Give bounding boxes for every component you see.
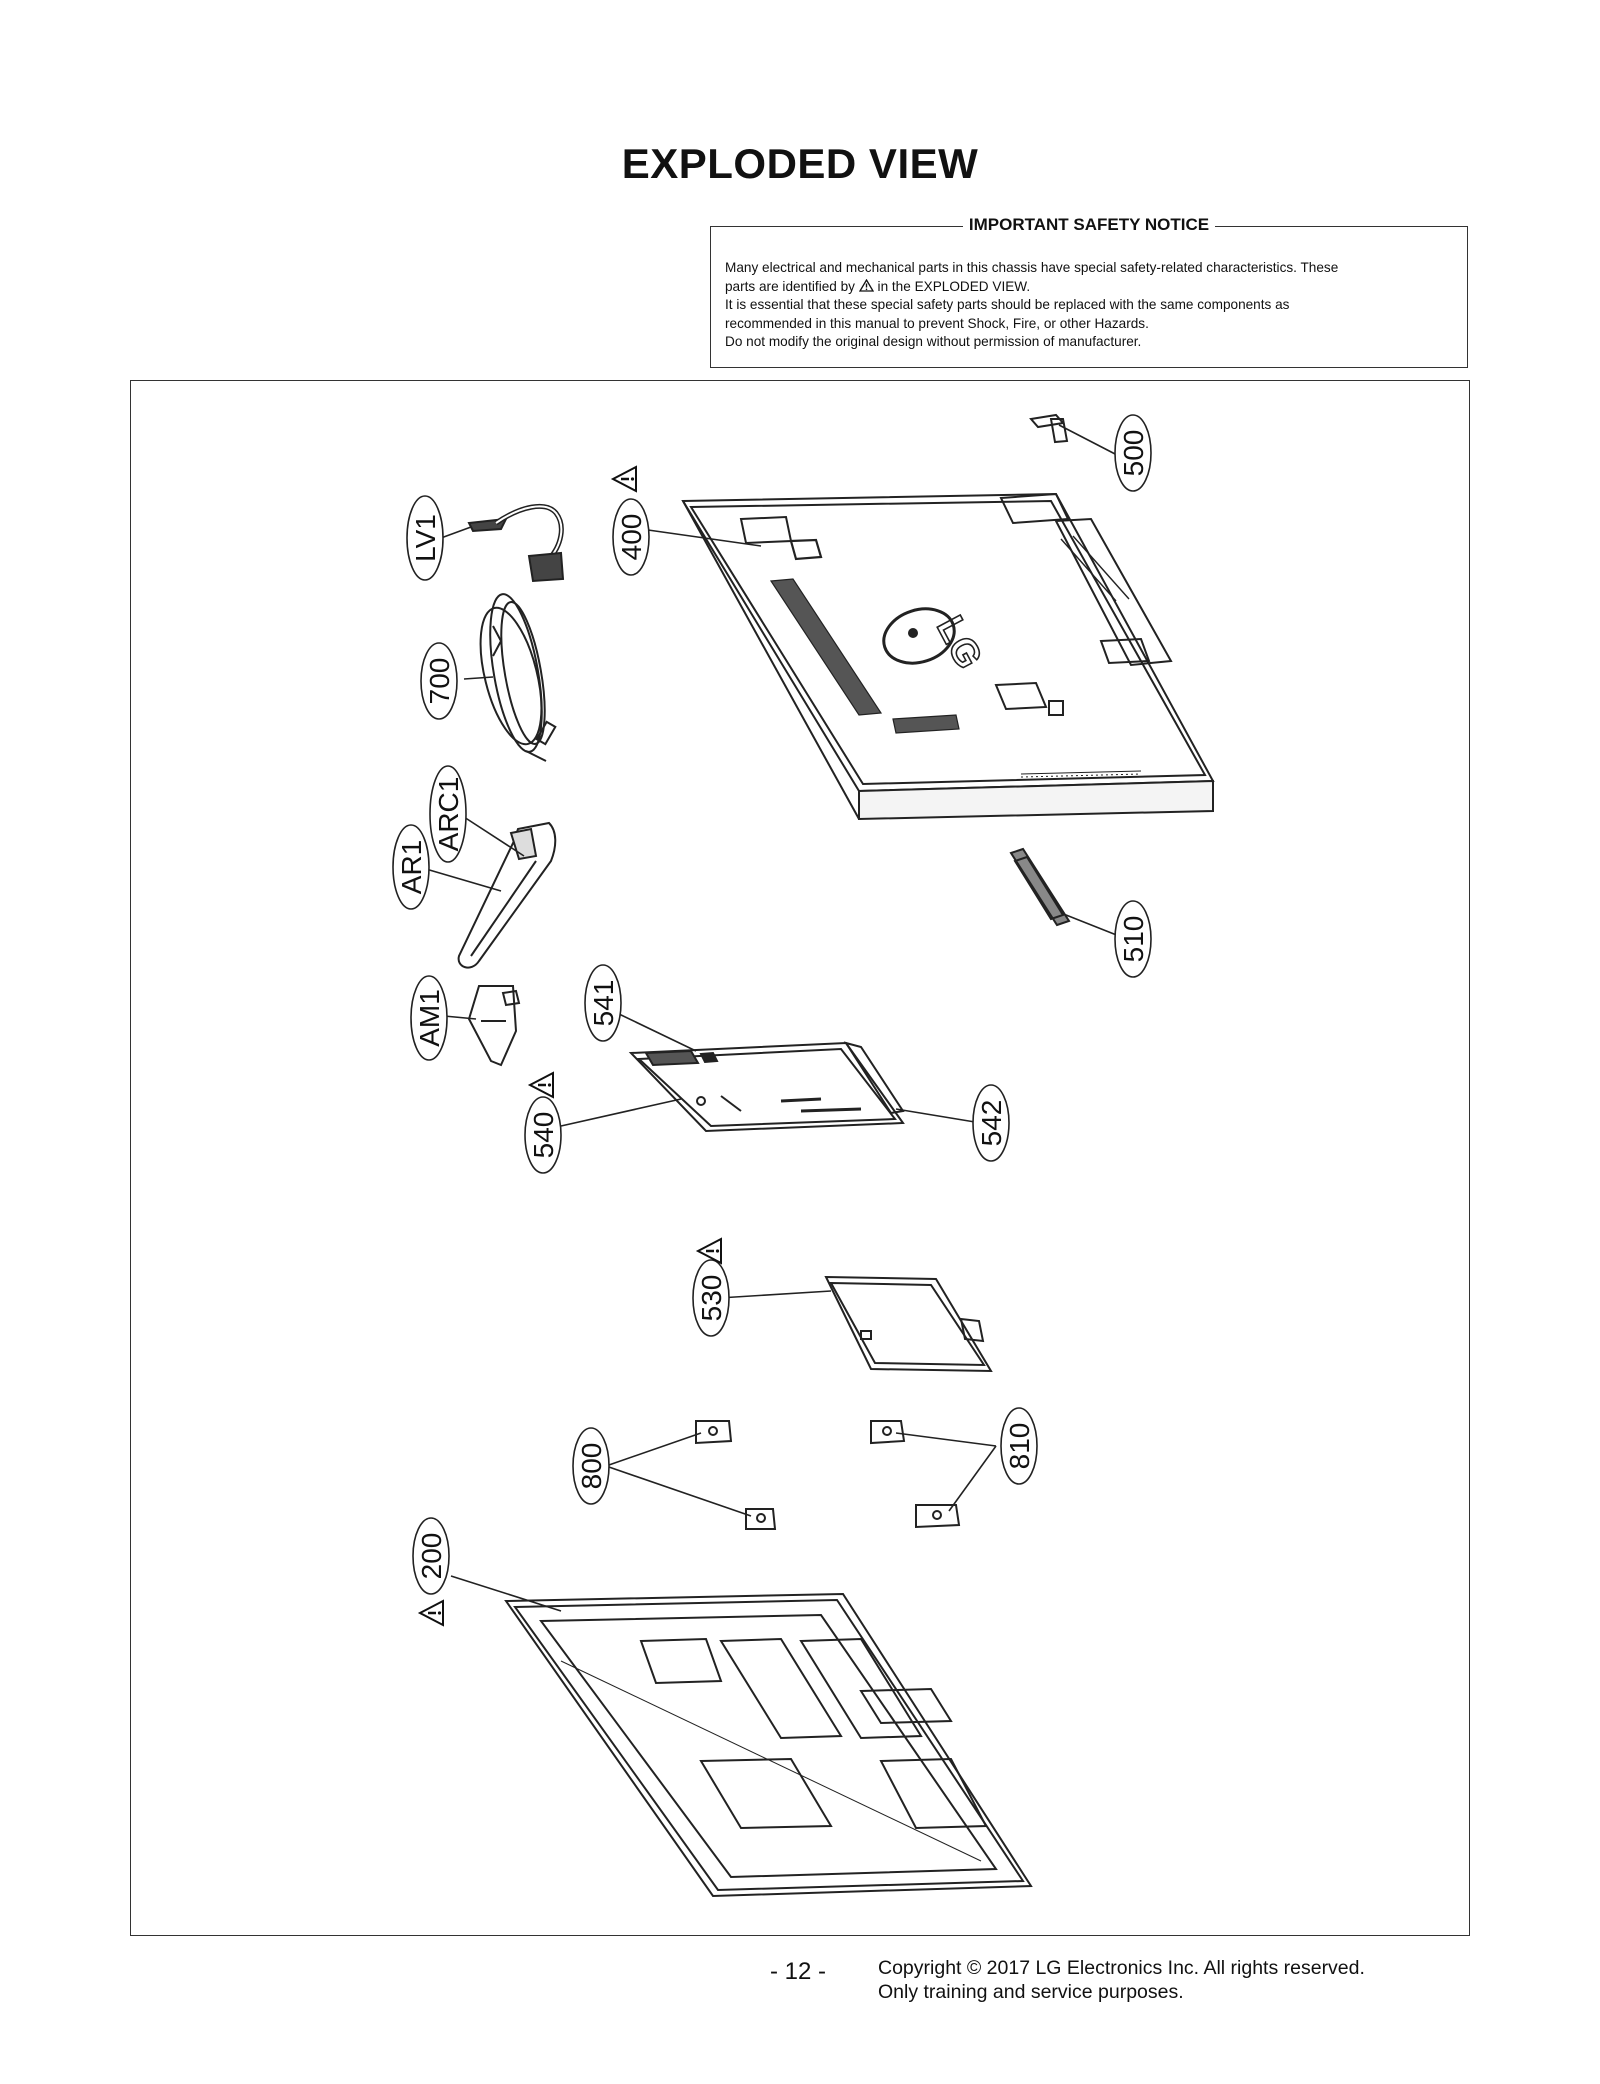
front-frame-200-part: [504, 1592, 1033, 1898]
svg-text:700: 700: [424, 658, 455, 705]
svg-text:530: 530: [696, 1275, 727, 1322]
callout-leader-lines: [425, 424, 1120, 1612]
exploded-view-figure: LG: [130, 380, 1470, 1936]
safety-notice-title: IMPORTANT SAFETY NOTICE: [962, 215, 1216, 234]
stand-clip-part: [467, 985, 521, 1067]
svg-text:540: 540: [528, 1112, 559, 1159]
lvds-cable-part: [467, 503, 565, 583]
callout-800: 800: [572, 1427, 610, 1505]
callout-540: 540: [524, 1096, 562, 1174]
back-cover-part: LG: [681, 492, 1215, 821]
callout-AM1: AM1: [410, 975, 448, 1061]
svg-text:541: 541: [588, 980, 619, 1027]
notice-line-1: Many electrical and mechanical parts in …: [725, 260, 1339, 275]
vent-grille: [769, 578, 960, 734]
page-title: EXPLODED VIEW: [621, 140, 979, 187]
svg-text:AM1: AM1: [414, 989, 445, 1047]
callout-ARC1: ARC1: [429, 765, 467, 863]
page-number: - 12 -: [770, 1958, 827, 1985]
callout-542: 542: [972, 1084, 1010, 1162]
power-board-530-part: [824, 1275, 993, 1373]
callout-530: 530: [692, 1259, 730, 1337]
connector-strip: [1060, 535, 1130, 602]
svg-text:510: 510: [1118, 916, 1149, 963]
lg-logo: [882, 607, 956, 665]
callout-510: 510: [1114, 900, 1152, 978]
callout-200: 200: [412, 1517, 450, 1595]
callout-700: 700: [420, 642, 458, 720]
svg-text:800: 800: [576, 1443, 607, 1490]
svg-text:500: 500: [1118, 430, 1149, 477]
warning-triangle-icon: [528, 1071, 555, 1099]
power-cord-part: [479, 593, 557, 762]
svg-text:ARC1: ARC1: [433, 777, 464, 852]
callout-LV1: LV1: [406, 495, 444, 581]
warning-triangle-icon: [611, 465, 638, 493]
callout-500: 500: [1114, 414, 1152, 492]
bracket-800-810-parts: [695, 1420, 961, 1530]
callout-541: 541: [584, 964, 622, 1042]
lg-logo-text: LG: [928, 610, 990, 676]
svg-text:AR1: AR1: [396, 840, 427, 894]
svg-text:400: 400: [616, 514, 647, 561]
svg-text:200: 200: [416, 1533, 447, 1580]
notice-line-2: parts are identified by in the EXPLODED …: [725, 278, 1453, 297]
notice-line-2a: parts are identified by: [725, 278, 855, 294]
notice-line-5: Do not modify the original design withou…: [725, 334, 1142, 349]
svg-text:810: 810: [1004, 1423, 1035, 1470]
notice-line-3: It is essential that these special safet…: [725, 297, 1290, 312]
notice-line-2b: in the EXPLODED VIEW.: [877, 278, 1031, 294]
callout-AR1: AR1: [392, 824, 430, 910]
callout-810: 810: [1000, 1407, 1038, 1485]
copyright-line-1: Copyright © 2017 LG Electronics Inc. All…: [878, 1957, 1365, 1979]
exploded-view-drawing: LG: [392, 413, 1215, 1898]
svg-text:LV1: LV1: [410, 514, 441, 562]
button-bar-510-part: [1009, 847, 1071, 927]
main-board-540-part: [628, 1041, 905, 1133]
warning-triangle-icon: [858, 278, 874, 292]
notice-line-4: recommended in this manual to prevent Sh…: [725, 315, 1149, 331]
safety-notice-body: Many electrical and mechanical parts in …: [725, 259, 1453, 352]
svg-text:542: 542: [976, 1100, 1007, 1147]
copyright-line-2: Only training and service purposes.: [878, 1981, 1184, 2003]
safety-warning-icons: [418, 465, 723, 1627]
warning-triangle-icon: [418, 1599, 445, 1627]
bracket-500-part: [1029, 413, 1069, 444]
copyright-notice: Copyright © 2017 LG Electronics Inc. All…: [878, 1956, 1365, 2004]
safety-notice-box: IMPORTANT SAFETY NOTICE Many electrical …: [710, 215, 1468, 368]
callout-400: 400: [612, 498, 650, 576]
